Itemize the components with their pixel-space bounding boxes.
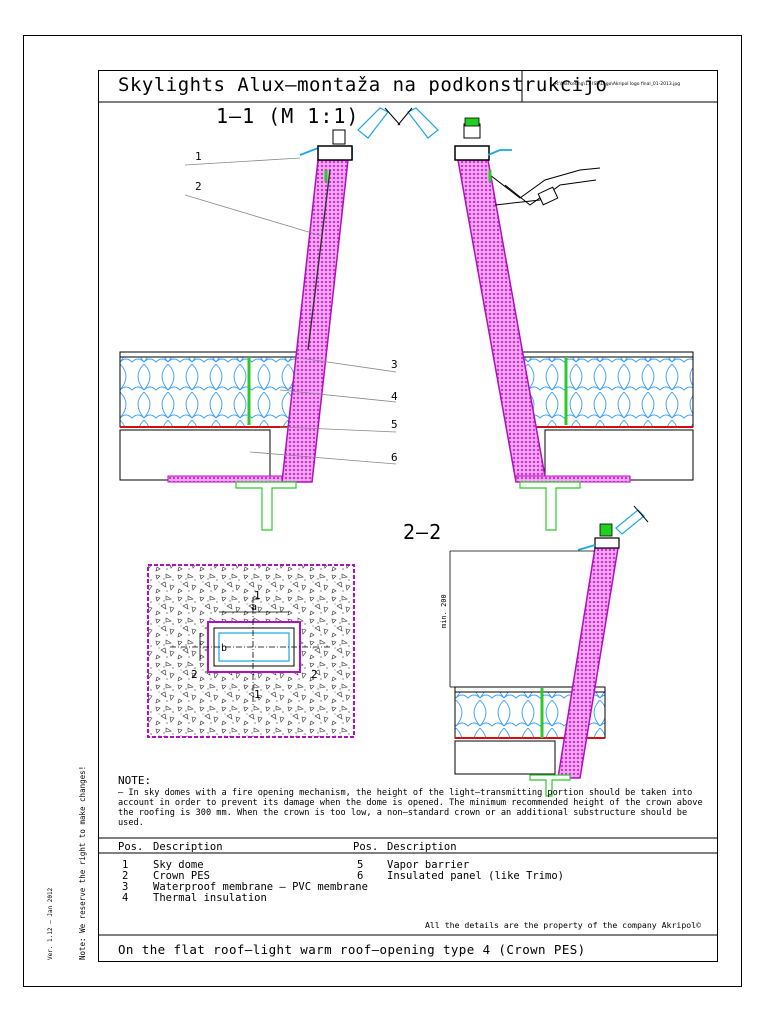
cut-2-right-label: 2	[311, 668, 318, 681]
dim-a-label: a	[251, 602, 258, 613]
title-block	[99, 71, 718, 103]
legend-desc: Vapor barrier	[387, 859, 470, 871]
legend-pos: 1	[122, 859, 129, 871]
cut-1-top-label: 1	[254, 589, 261, 602]
section-1-1-left	[119, 107, 401, 531]
crown-wall-right	[457, 159, 547, 483]
legend-desc: Waterproof membrane – PVC membrane	[153, 881, 368, 893]
callout-2: 2	[195, 180, 202, 193]
note-title: NOTE:	[118, 774, 152, 787]
insulated-panel-right	[544, 429, 694, 481]
legend-desc: Crown PES	[153, 870, 210, 882]
drawing-frame	[98, 70, 718, 962]
legend-pos: 6	[357, 870, 364, 882]
membrane-left	[119, 351, 301, 358]
cut-1-label: 1	[254, 688, 261, 701]
plan-view	[147, 564, 355, 738]
dim-b-label: b	[221, 643, 228, 654]
copyright-note: All the details are the property of the …	[425, 920, 702, 930]
file-path: R:\Marketing\11 ISP\Logo\Akripol logo fi…	[555, 82, 681, 87]
legend-pos-header-right: Pos.	[353, 841, 379, 853]
legend-rules	[99, 837, 718, 936]
legend-desc: Insulated panel (like Trimo)	[387, 870, 565, 882]
min-height-dimension: min. 200	[440, 594, 448, 628]
section-2-2	[449, 505, 649, 797]
section-1-1-right	[397, 107, 694, 531]
note-text: – In sky domes with a fire opening mecha…	[118, 788, 703, 828]
callout-3: 3	[391, 358, 398, 371]
footer-caption: On the flat roof–light warm roof–opening…	[118, 942, 586, 957]
callout-1: 1	[195, 150, 202, 163]
page-title: Skylights Alux–montaža na podkonstrukcij…	[118, 74, 608, 96]
crown-flange-right	[515, 475, 631, 483]
legend-desc-header-left: Description	[153, 841, 223, 853]
callout-5: 5	[391, 418, 398, 431]
thermal-insulation-right	[514, 356, 694, 428]
callout-4: 4	[391, 390, 398, 403]
thermal-insulation-left	[119, 356, 301, 428]
legend-desc: Sky dome	[153, 859, 204, 871]
legend-pos: 2	[122, 870, 129, 882]
crown-wall-left	[281, 159, 349, 483]
steel-tee-right	[519, 481, 581, 531]
callout-leaders	[184, 157, 397, 465]
cut-2-left-label: 2	[191, 668, 198, 681]
insulated-panel-left	[119, 429, 271, 481]
section-1-1-label: 1–1 (M 1:1)	[216, 104, 360, 128]
drawing-sheet	[23, 35, 742, 987]
callout-6: 6	[391, 451, 398, 464]
legend-pos: 3	[122, 881, 129, 893]
membrane-right	[514, 351, 694, 358]
side-note: Note: We reserve the right to make chang…	[78, 765, 87, 960]
crown-wall-2	[557, 547, 619, 779]
section-2-2-label: 2–2	[403, 520, 443, 544]
legend-pos-header-left: Pos.	[118, 841, 144, 853]
steel-tee-left	[235, 481, 297, 531]
legend-pos: 4	[122, 892, 129, 904]
legend-desc-header-right: Description	[387, 841, 457, 853]
legend-desc: Thermal insulation	[153, 892, 267, 904]
version-label: Ver. 1.12 – Jan 2012	[47, 887, 54, 960]
crown-flange-left	[167, 475, 283, 483]
legend-pos: 5	[357, 859, 364, 871]
